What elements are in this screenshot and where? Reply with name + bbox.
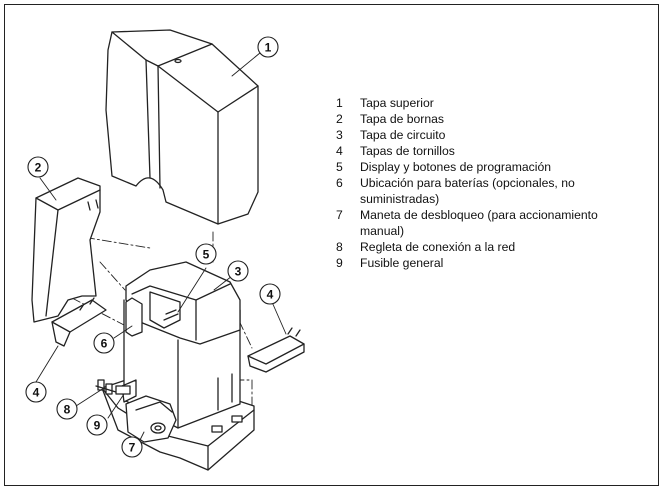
legend-label: Maneta de desbloqueo (para accionamiento…: [360, 208, 598, 238]
release-handle-part: [125, 395, 177, 443]
motor-body-part: [121, 261, 241, 429]
legend-label: Tapa de bornas: [360, 112, 445, 126]
screw-cover-right: [247, 327, 305, 373]
fuse-part: [115, 385, 131, 395]
callout-circle-4-right: [259, 283, 281, 305]
callout-circle-4-left: [25, 381, 47, 403]
callout-5: 5: [203, 248, 210, 262]
parts-legend: 1 Tapa superior 2 Tapa de bornas 3 Tapa …: [336, 95, 622, 271]
callout-3: 3: [235, 265, 242, 279]
legend-item-8: 8 Regleta de conexión a la red: [336, 239, 622, 255]
legend-number: 7: [336, 208, 343, 222]
callout-4-left: 4: [33, 386, 40, 400]
legend-item-5: 5 Display y botones de programación: [336, 159, 622, 175]
legend-label: Fusible general: [360, 256, 444, 270]
legend-number: 9: [336, 256, 343, 270]
callout-circle-5: [195, 243, 217, 265]
legend-item-9: 9 Fusible general: [336, 255, 622, 271]
callout-circle-3: [227, 260, 249, 282]
legend-number: 8: [336, 240, 343, 254]
legend-item-4: 4 Tapas de tornillos: [336, 143, 622, 159]
legend-item-7: 7 Maneta de desbloqueo (para accionamien…: [336, 207, 622, 239]
leader-lines: [35, 47, 287, 441]
callout-2: 2: [35, 161, 42, 175]
legend-number: 5: [336, 160, 343, 174]
terminal-cover-part: [31, 177, 101, 323]
callout-circle-1: [257, 36, 279, 58]
legend-item-6: 6 Ubicación para baterías (opcionales, n…: [336, 175, 622, 207]
figure-frame: [4, 4, 659, 486]
top-cover-part: [105, 29, 259, 225]
callout-8: 8: [64, 403, 71, 417]
legend-label: Tapa de circuito: [360, 128, 446, 142]
callout-circle-9: [86, 414, 108, 436]
screw-cover-left: [51, 297, 107, 347]
callout-4-right: 4: [267, 288, 274, 302]
callout-7: 7: [129, 441, 136, 455]
legend-label: Regleta de conexión a la red: [360, 240, 516, 254]
legend-label: Ubicación para baterías (opcionales, no …: [360, 176, 575, 206]
legend-number: 1: [336, 96, 343, 110]
callout-circle-6: [93, 332, 115, 354]
legend-number: 3: [336, 128, 343, 142]
callout-6: 6: [101, 337, 108, 351]
callout-circle-2: [27, 156, 49, 178]
legend-label: Display y botones de programación: [360, 160, 552, 174]
callout-circles: [25, 36, 281, 458]
callout-1: 1: [265, 41, 272, 55]
callout-9: 9: [94, 419, 101, 433]
callout-numbers: 1 2 3 4 4 5 6 7 8 9: [33, 41, 274, 455]
callout-circle-8: [56, 398, 78, 420]
legend-item-2: 2 Tapa de bornas: [336, 111, 622, 127]
legend-number: 6: [336, 176, 343, 190]
legend-label: Tapas de tornillos: [360, 144, 455, 158]
terminal-strip-part: [95, 379, 117, 395]
legend-item-1: 1 Tapa superior: [336, 95, 622, 111]
legend-label: Tapa superior: [360, 96, 434, 110]
legend-item-3: 3 Tapa de circuito: [336, 127, 622, 143]
legend-number: 4: [336, 144, 343, 158]
legend-number: 2: [336, 112, 343, 126]
callout-circle-7: [121, 436, 143, 458]
